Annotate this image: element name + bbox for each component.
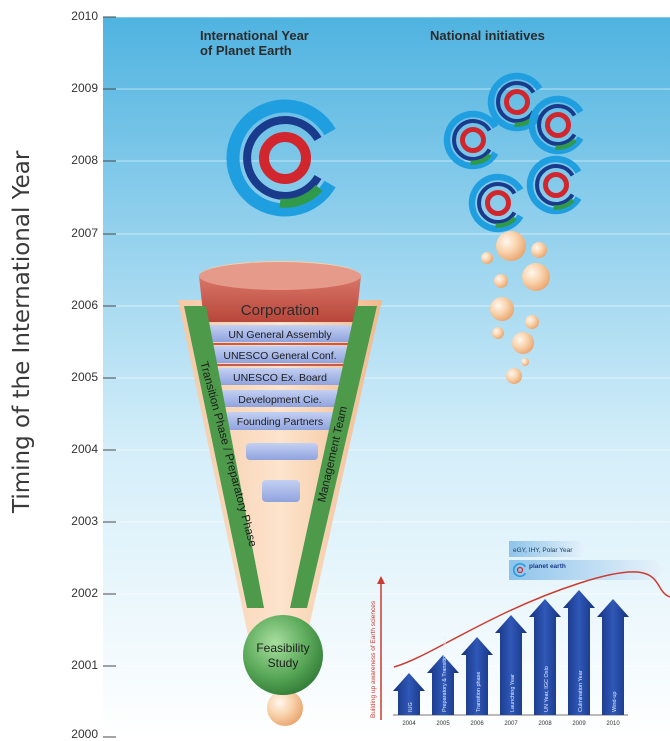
phase-arrow-2010 (597, 599, 629, 715)
funnel-level-box (262, 480, 300, 502)
funnel-level-box (208, 325, 352, 342)
funnel-level-unesco-gc: UNESCO General Conf. (223, 350, 336, 362)
phase-arrow-2005 (427, 655, 459, 715)
inset-year-label: 2004 (402, 721, 416, 727)
phase-arrow-2008 (529, 599, 561, 715)
year-tick-2009: 2009 (71, 81, 98, 95)
funnel-level-box (212, 346, 348, 363)
inset-year-label: 2007 (504, 721, 518, 727)
awareness-axis-label: Building up awareness of Earth sciences (370, 600, 377, 718)
phase-arrow-label: Wind-up (612, 692, 618, 712)
header-iype-line2: of Planet Earth (200, 43, 292, 58)
inset-timeline: eGY, IHY, Polar Year planet earth Buildi… (370, 541, 670, 727)
year-tick-2003: 2003 (71, 514, 98, 528)
inset-year-label: 2008 (538, 721, 552, 727)
inset-year-label: 2006 (470, 721, 484, 727)
phase-arrow-label: Transition phase (476, 672, 482, 712)
bubbles (481, 231, 550, 384)
bubble (492, 327, 504, 339)
corporation-top (199, 262, 361, 290)
phase-arrow-label: IUG (408, 702, 414, 712)
management-team-band (290, 306, 377, 608)
year-tick-2010: 2010 (71, 9, 98, 23)
funnel-body (178, 300, 382, 645)
banner-polar-year-label: eGY, IHY, Polar Year (513, 547, 573, 554)
funnel-level-dev-cie: Development Cie. (238, 394, 321, 406)
banner-planet-earth (509, 560, 665, 580)
bubble (531, 242, 547, 258)
phase-arrow-2004 (393, 673, 425, 715)
national-logo-icon (528, 95, 584, 155)
funnel-level-box (216, 368, 344, 385)
planet-earth-mini-logo-icon (512, 562, 527, 578)
funnel-level-box (220, 390, 340, 407)
header-national-initiatives: National initiatives (430, 28, 545, 43)
funnel-level-unesco-eb: UNESCO Ex. Board (233, 372, 327, 384)
phase-arrow-2007 (495, 615, 527, 715)
planet-earth-logo-icon (226, 99, 336, 217)
funnel-level-founding-partners: Founding Partners (237, 416, 323, 428)
year-tick-2002: 2002 (71, 586, 98, 600)
year-tick-2004: 2004 (71, 442, 98, 456)
national-logo-icon (526, 155, 582, 215)
feasibility-study-ball (243, 615, 323, 695)
year-tick-2008: 2008 (71, 153, 98, 167)
inset-year-label: 2005 (436, 721, 450, 727)
year-tick-2005: 2005 (71, 370, 98, 384)
bubble (481, 252, 493, 264)
year-tick-marks (103, 16, 116, 738)
awareness-curve (393, 571, 670, 668)
funnel-level-box (224, 412, 336, 430)
year-tick-2001: 2001 (71, 658, 98, 672)
bubble (494, 274, 508, 288)
bubble (490, 297, 514, 321)
transition-phase-band (184, 306, 264, 608)
funnel-level-box (246, 443, 318, 460)
header-iype-line1: International Year (200, 28, 309, 43)
funnel-level-un-ga: UN General Assembly (228, 329, 332, 341)
awareness-axis-arrowhead (377, 576, 385, 584)
banner-polar-year (509, 541, 586, 557)
bubble (525, 315, 539, 329)
banner-planet-earth-label: planet earth (529, 563, 566, 570)
phase-arrow-label: Preparatory & Transition phase (442, 636, 448, 712)
year-tick-2000: 2000 (71, 727, 98, 741)
year-tick-2007: 2007 (71, 226, 98, 240)
bubble (522, 263, 550, 291)
year-tick-2006: 2006 (71, 298, 98, 312)
bubble (506, 368, 522, 384)
phase-arrow-2006 (461, 637, 493, 715)
bubble (521, 358, 529, 366)
phase-arrow-label: Launching Year (510, 674, 516, 712)
feasibility-label-2: Study (268, 656, 299, 670)
bubble (512, 332, 534, 354)
national-logo-icon (468, 173, 524, 233)
phase-arrow-2009 (563, 590, 595, 715)
national-logo-icon (443, 110, 499, 170)
bubble (496, 231, 526, 261)
bottom-bubble (267, 690, 303, 726)
national-logo-icon (487, 72, 543, 132)
phase-arrow-label: Culmination Year (578, 670, 584, 712)
feasibility-label-1: Feasibility (256, 641, 309, 655)
inset-year-label: 2009 (572, 721, 586, 727)
inset-year-label: 2010 (606, 721, 620, 727)
funnel-level-corporation: Corporation (241, 302, 319, 319)
phase-arrow-label: UN Year, IGC Oslo (544, 666, 550, 712)
